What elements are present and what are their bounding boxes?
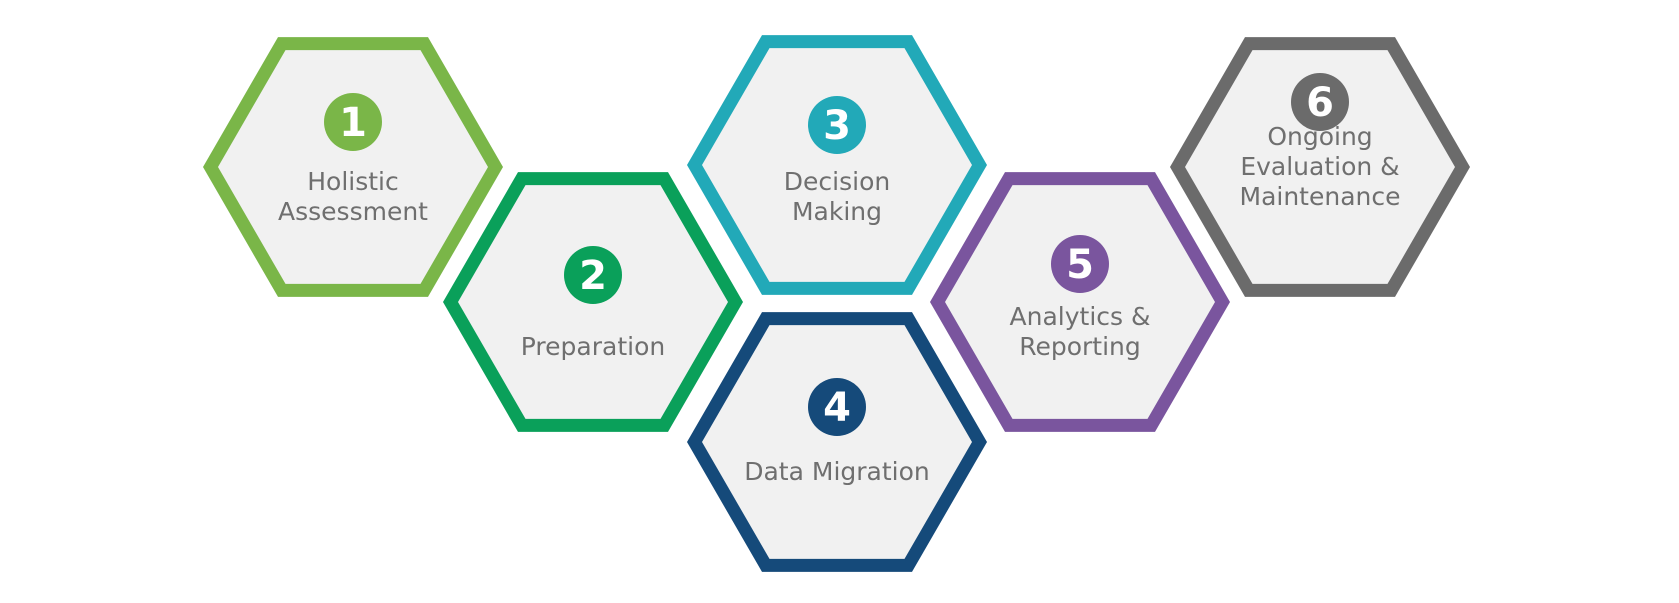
- step-label-line: Assessment: [278, 197, 428, 226]
- step-label-line: Analytics &: [1010, 302, 1151, 331]
- step-label-line: Holistic: [307, 167, 399, 196]
- step-label-line: Preparation: [521, 332, 665, 361]
- step-label-line: Ongoing: [1267, 122, 1372, 151]
- step-number: 1: [339, 100, 367, 146]
- hexagon-fill: [702, 325, 972, 559]
- step-number-badge: [1291, 73, 1349, 131]
- step-label-line: Maintenance: [1240, 182, 1401, 211]
- step-number: 6: [1306, 80, 1334, 126]
- hexagon-fill: [218, 50, 488, 284]
- step-number-badge: [564, 246, 622, 304]
- step-label-line: Evaluation &: [1240, 152, 1399, 181]
- step-number-badge: [808, 378, 866, 436]
- step-number: 5: [1066, 242, 1094, 288]
- hexagon-fill: [1185, 50, 1455, 284]
- step-label-line: Decision: [784, 167, 890, 196]
- step-label-line: Data Migration: [744, 457, 930, 486]
- step-number-badge: [324, 93, 382, 151]
- step-number: 4: [823, 385, 851, 431]
- step-label-line: Reporting: [1019, 332, 1141, 361]
- step-number-badge: [1051, 235, 1109, 293]
- step-number: 3: [823, 103, 851, 149]
- step-number: 2: [579, 253, 607, 299]
- step-label-line: Making: [792, 197, 882, 226]
- hexagon-fill: [945, 185, 1215, 419]
- step-number-badge: [808, 96, 866, 154]
- hexagon-fill: [702, 48, 972, 282]
